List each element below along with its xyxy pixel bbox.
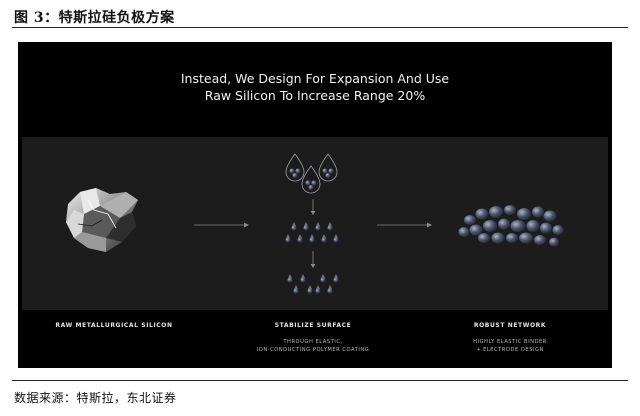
arrow-down-icon xyxy=(310,199,316,215)
step-description-line-1: HIGHLY ELASTIC BINDER xyxy=(473,339,547,345)
coated-particles-icon xyxy=(285,153,338,194)
slide-headline: Instead, We Design For Expansion And Use… xyxy=(18,70,612,104)
arrow-down-icon xyxy=(310,251,316,268)
step-robust-network: ROBUST NETWORK HIGHLY ELASTIC BINDER + E… xyxy=(415,322,605,354)
arrow-right-icon xyxy=(194,222,249,228)
process-illustration xyxy=(66,153,564,294)
figure-source: 数据来源：特斯拉，东北证券 xyxy=(14,391,177,405)
bottom-divider xyxy=(12,380,628,381)
step-description-line-1: THROUGH ELASTIC, xyxy=(283,339,343,345)
step-label: STABILIZE SURFACE xyxy=(274,322,352,329)
step-label: ROBUST NETWORK xyxy=(473,322,547,329)
step-description: THROUGH ELASTIC, ION-CONDUCTING POLYMER … xyxy=(218,338,408,354)
step-description-line-2: + ELECTRODE DESIGN xyxy=(476,347,544,353)
particle-network-icon xyxy=(458,205,564,247)
headline-line-1: Instead, We Design For Expansion And Use xyxy=(180,71,450,86)
top-divider xyxy=(12,27,628,28)
coated-particles-icon xyxy=(285,222,339,243)
figure-title: 图 3：特斯拉硅负极方案 xyxy=(14,10,175,26)
step-stabilize-surface: STABILIZE SURFACE THROUGH ELASTIC, ION-C… xyxy=(218,322,408,354)
headline-line-2: Raw Silicon To Increase Range 20% xyxy=(204,88,426,103)
step-captions: RAW METALLURGICAL SILICON STABILIZE SURF… xyxy=(18,322,612,362)
slide: Instead, We Design For Expansion And Use… xyxy=(18,42,612,368)
step-description: HIGHLY ELASTIC BINDER + ELECTRODE DESIGN xyxy=(415,338,605,354)
silicon-chunk-icon xyxy=(66,188,138,252)
step-description-line-2: ION-CONDUCTING POLYMER COATING xyxy=(256,347,370,353)
step-label: RAW METALLURGICAL SILICON xyxy=(55,322,173,329)
step-raw-silicon: RAW METALLURGICAL SILICON xyxy=(19,322,209,329)
coated-particles-icon xyxy=(287,274,339,294)
arrow-right-icon xyxy=(377,222,432,228)
